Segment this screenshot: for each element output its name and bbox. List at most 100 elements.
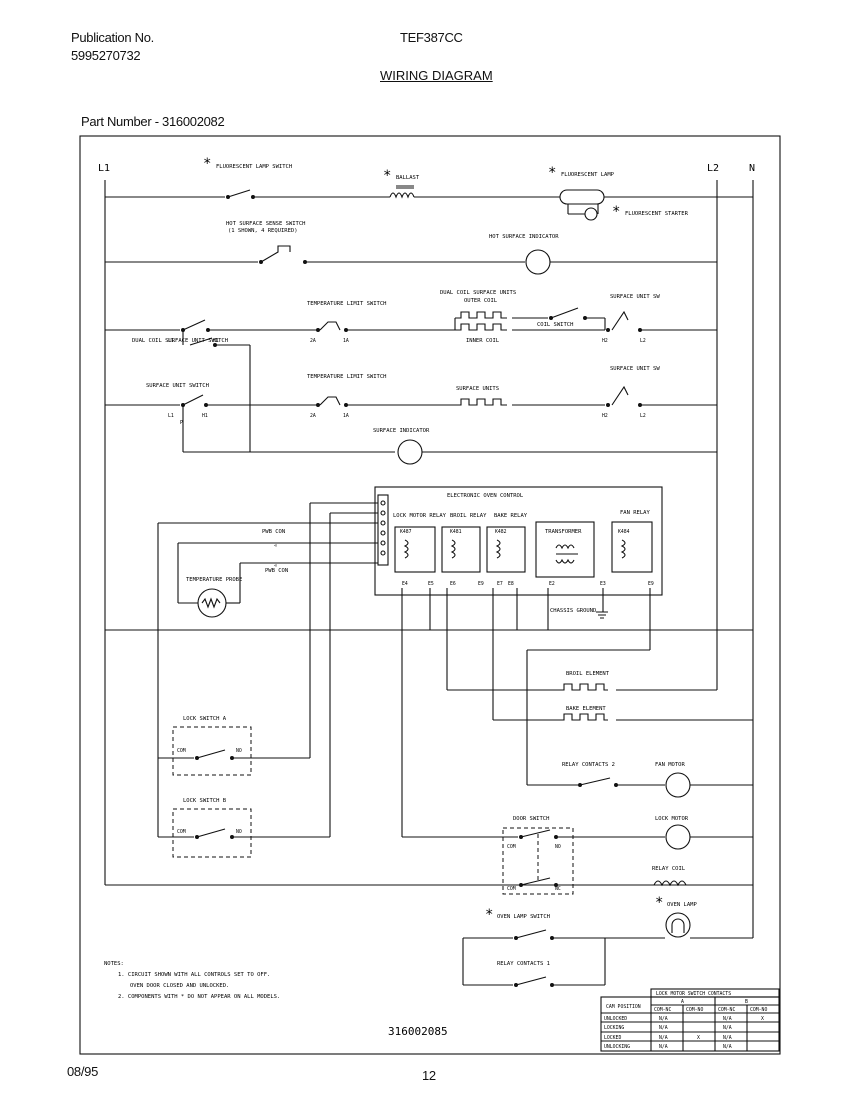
transformer-label: TRANSFORMER	[545, 529, 582, 535]
door-switch-label: DOOR SWITCH	[513, 816, 549, 822]
publication-label: Publication No.	[71, 30, 154, 45]
svg-text:«: «	[274, 563, 277, 569]
bake-relay	[486, 526, 526, 573]
fluorescent-lamp-label: FLUORESCENT LAMP	[561, 172, 615, 178]
surface-unit-sw-label-1: SURFACE UNIT SW	[610, 294, 660, 300]
svg-text:L1: L1	[168, 338, 174, 344]
svg-text:*: *	[655, 895, 663, 911]
svg-text:NC: NC	[555, 886, 561, 892]
temperature-limit-switch-2	[319, 396, 341, 406]
lock-motor-switch-table: LOCK MOTOR SWITCH CONTACTS CAM POSITION …	[600, 988, 780, 1052]
coil-switch-label: COIL SWITCH	[537, 322, 573, 328]
outer-coil-label: OUTER COIL	[464, 298, 498, 304]
dual-coil-surface-units-label: DUAL COIL SURFACE UNITS	[440, 290, 516, 296]
model-number: TEF387CC	[400, 30, 463, 45]
note-1: 1. CIRCUIT SHOWN WITH ALL CONTROLS SET T…	[118, 972, 270, 978]
lock-switch-b	[172, 808, 252, 858]
hot-surface-sense-switch-label: HOT SURFACE SENSE SWITCH	[226, 221, 305, 227]
svg-text:COM: COM	[507, 886, 516, 892]
dual-coil-surface-unit-switch	[182, 319, 206, 331]
transformer	[535, 521, 595, 578]
page-title: WIRING DIAGRAM	[380, 68, 493, 83]
chassis-ground	[596, 611, 608, 619]
svg-text:H1: H1	[202, 413, 208, 419]
notes-title: NOTES:	[104, 961, 124, 967]
hot-surface-sense-switch	[260, 245, 291, 263]
oven-lamp-switch-label: OVEN LAMP SWITCH	[497, 914, 550, 920]
svg-text:«: «	[274, 543, 277, 549]
oven-lamp-switch	[515, 929, 547, 939]
lock-motor	[665, 824, 691, 850]
svg-text:N/A: N/A	[723, 1035, 732, 1041]
svg-text:*: *	[203, 156, 211, 172]
svg-text:NO: NO	[236, 748, 242, 754]
electronic-oven-control	[374, 486, 663, 596]
dual-coil-surface-unit-switch-label: DUAL COIL SURFACE UNIT SWITCH	[132, 338, 228, 344]
svg-text:N/A: N/A	[659, 1016, 668, 1022]
hot-surface-indicator-label: HOT SURFACE INDICATOR	[489, 234, 559, 240]
inner-coil-label: INNER COIL	[466, 338, 500, 344]
bake-element-label: BAKE ELEMENT	[566, 706, 606, 712]
fan-motor	[665, 772, 691, 798]
svg-text:H1: H1	[213, 338, 219, 344]
oven-lamp-label: OVEN LAMP	[667, 902, 697, 908]
svg-text:N/A: N/A	[723, 1025, 732, 1031]
fluorescent-lamp	[559, 189, 605, 205]
coil-switch	[550, 307, 579, 319]
chassis-ground-label: CHASSIS GROUND	[550, 608, 596, 614]
fan-relay	[611, 521, 653, 573]
rail-l1-label: L1	[98, 163, 110, 174]
relay-coil	[653, 880, 687, 887]
svg-text:A: A	[681, 999, 684, 1005]
surface-indicator-label: SURFACE INDICATOR	[373, 428, 430, 434]
lock-switch-a	[172, 726, 252, 776]
svg-text:E4: E4	[402, 581, 408, 587]
surface-unit-sw-1	[611, 310, 629, 331]
surface-indicator	[397, 439, 423, 465]
note-1b: OVEN DOOR CLOSED AND UNLOCKED.	[130, 983, 229, 989]
svg-text:COM-NO: COM-NO	[750, 1007, 767, 1013]
fluorescent-lamp-switch	[227, 189, 251, 198]
svg-text:COM-NC: COM-NC	[718, 1007, 735, 1013]
surface-unit-switch-label: SURFACE UNIT SWITCH	[146, 383, 209, 389]
svg-text:NO: NO	[555, 844, 561, 850]
surface-unit-sw-2	[611, 385, 629, 406]
svg-text:E7: E7	[497, 581, 503, 587]
broil-element	[560, 683, 608, 691]
bake-relay-label: BAKE RELAY	[494, 513, 528, 519]
svg-text:*: *	[612, 204, 620, 220]
svg-text:COM: COM	[177, 829, 186, 835]
pwb-con-label-1: PWB CON	[262, 529, 285, 535]
broil-relay-label: BROIL RELAY	[450, 513, 487, 519]
relay-contacts-2	[579, 777, 611, 786]
svg-text:L2: L2	[640, 413, 646, 419]
svg-text:1A: 1A	[343, 338, 349, 344]
temperature-probe-label: TEMPERATURE PROBE	[186, 577, 242, 583]
svg-text:E5: E5	[428, 581, 434, 587]
rail-n-label: N	[749, 163, 755, 174]
page-number: 12	[422, 1068, 436, 1083]
temperature-probe	[197, 588, 227, 618]
svg-text:2A: 2A	[310, 338, 316, 344]
svg-text:L2: L2	[640, 338, 646, 344]
hot-surface-indicator	[525, 249, 551, 275]
svg-text:K481: K481	[450, 529, 462, 535]
drawing-number: 316002085	[388, 1025, 448, 1038]
svg-text:COM-NO: COM-NO	[686, 1007, 703, 1013]
table-title: LOCK MOTOR SWITCH CONTACTS	[656, 991, 731, 997]
broil-relay	[441, 526, 481, 573]
part-number: Part Number - 316002082	[81, 114, 225, 129]
svg-text:*: *	[548, 165, 556, 181]
fluorescent-starter	[584, 207, 598, 221]
svg-text:E9: E9	[478, 581, 484, 587]
fan-motor-label: FAN MOTOR	[655, 762, 685, 768]
svg-text:NO: NO	[236, 829, 242, 835]
hot-surface-sense-note: (1 SHOWN, 4 REQUIRED)	[228, 228, 298, 234]
svg-text:1A: 1A	[343, 413, 349, 419]
pwb-con-label-2: PWB CON	[265, 568, 288, 574]
svg-text:*: *	[485, 907, 493, 923]
surface-units	[455, 398, 507, 406]
svg-text:*: *	[383, 168, 391, 184]
table-row-pos: UNLOCKING	[604, 1044, 630, 1050]
fluorescent-lamp-switch-label: FLUORESCENT LAMP SWITCH	[216, 164, 292, 170]
